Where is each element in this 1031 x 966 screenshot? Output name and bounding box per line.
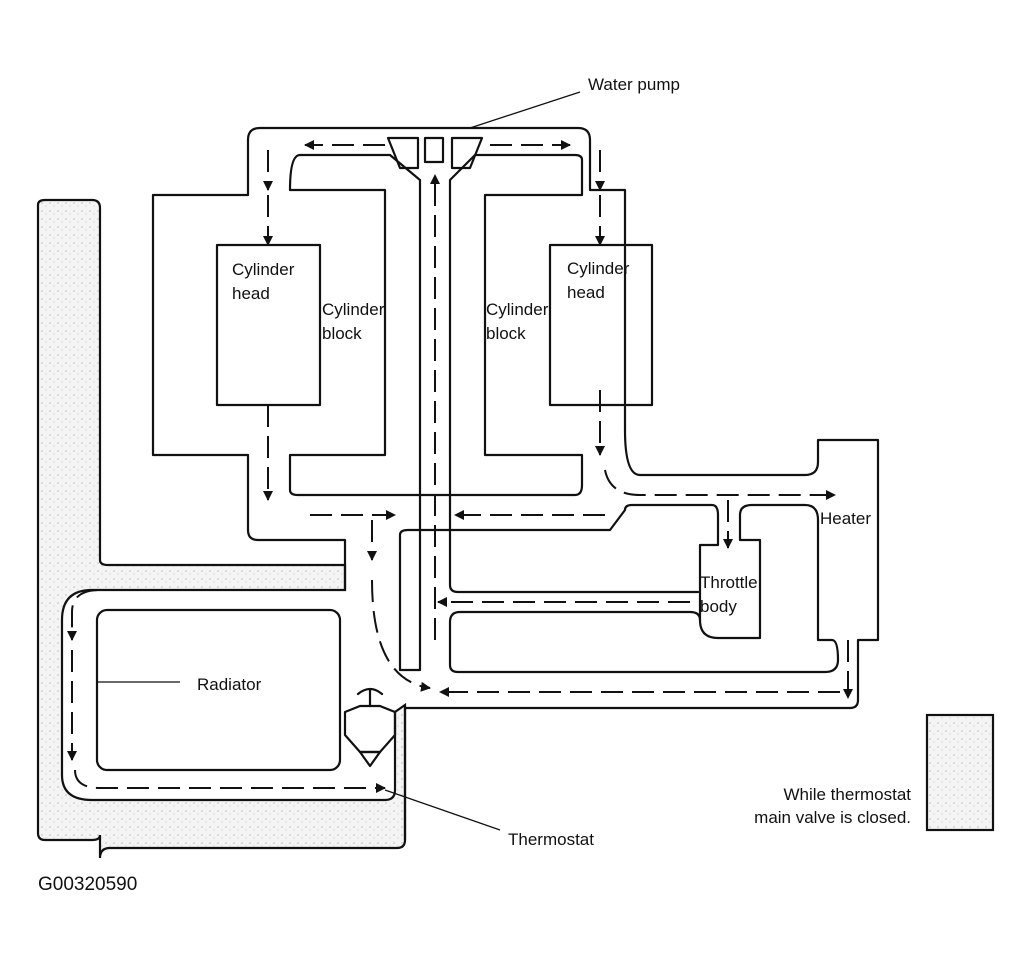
thermostat-label: Thermostat xyxy=(508,830,594,849)
flow-arrow-radiator-top xyxy=(67,589,345,641)
cylinder-block-right-label-2: block xyxy=(486,324,526,343)
thermostat-leader xyxy=(384,789,501,831)
engine-water-jacket xyxy=(151,126,880,842)
cylinder-head-right-label-1: Cylinder xyxy=(567,259,630,278)
water-pump: Water pump xyxy=(386,75,680,170)
throttle-body-label-2: body xyxy=(700,597,737,616)
legend-line-1: While thermostat xyxy=(783,785,911,804)
legend-line-2: main valve is closed. xyxy=(754,808,911,827)
flow-arrow-radiator-bottom xyxy=(74,769,386,793)
flow-arrow-thermostat-bypass xyxy=(371,579,431,692)
water-pump-label: Water pump xyxy=(588,75,680,94)
bypass-return-loop xyxy=(36,198,407,859)
cylinder-head-right-label-2: head xyxy=(567,283,605,302)
cylinder-head-left: Cylinder head xyxy=(215,243,322,407)
throttle-body-label-1: Throttle xyxy=(700,573,758,592)
cylinder-head-right: Cylinder head xyxy=(548,243,654,407)
cylinder-head-left-label-1: Cylinder xyxy=(232,260,295,279)
water-pump-leader xyxy=(469,91,581,129)
cylinder-head-left-label-2: head xyxy=(232,284,270,303)
figure-code: G00320590 xyxy=(38,874,137,895)
coolant-flow-arrows xyxy=(67,140,853,793)
cylinder-block-left-label-1: Cylinder xyxy=(322,300,385,319)
thermostat-valve-icon: Thermostat xyxy=(343,687,594,849)
cylinder-block-left-label-2: block xyxy=(322,324,362,343)
legend: While thermostat main valve is closed. xyxy=(754,713,995,832)
radiator-label: Radiator xyxy=(197,675,262,694)
cylinder-block-right-label-1: Cylinder xyxy=(486,300,549,319)
flow-arrow-to-heater xyxy=(604,469,836,500)
legend-swatch xyxy=(925,713,995,832)
heater-label: Heater xyxy=(820,509,871,528)
radiator: Radiator xyxy=(95,608,342,772)
